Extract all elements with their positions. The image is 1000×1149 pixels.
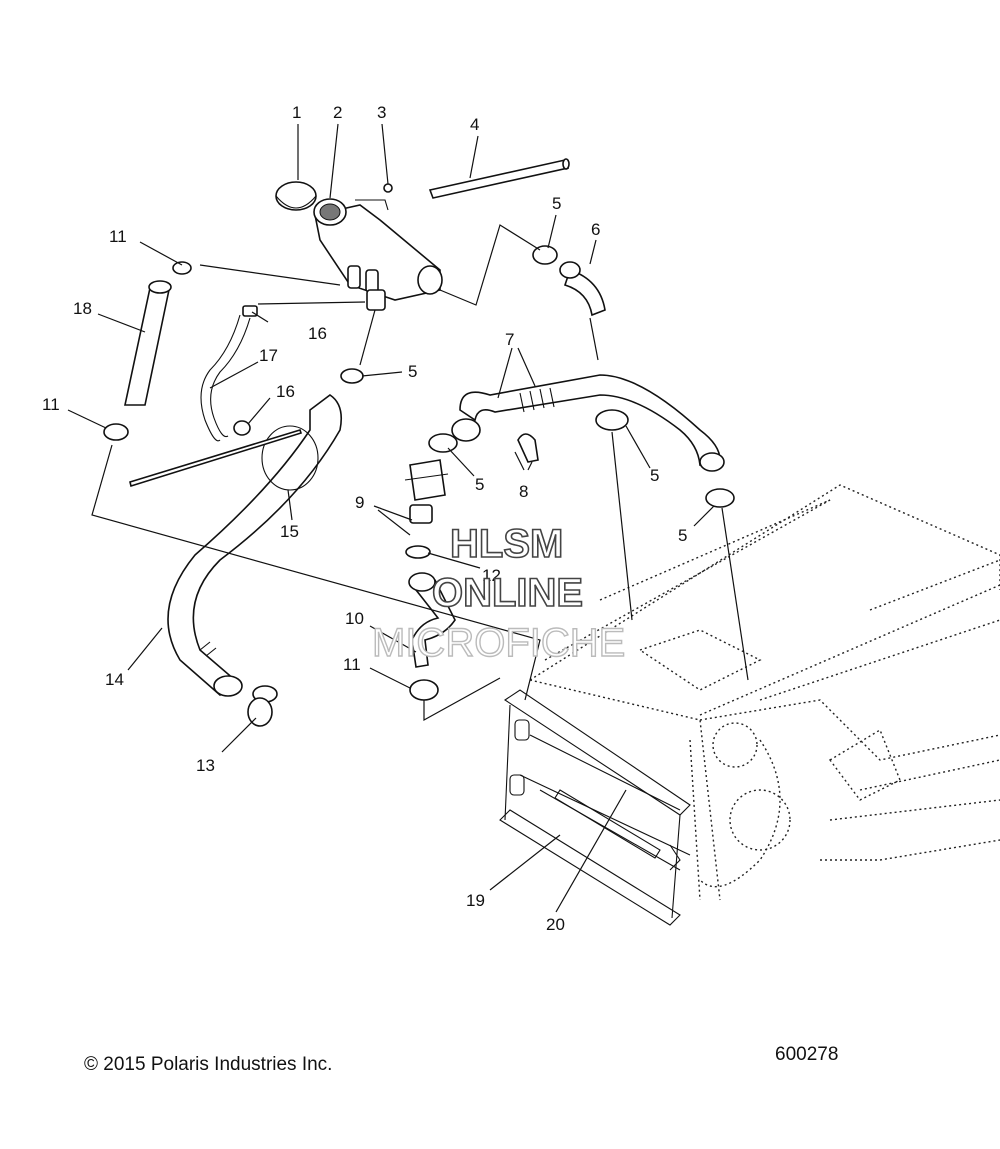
callout-label: 6 (591, 220, 600, 239)
callout-label: 13 (196, 756, 215, 775)
callout-label: 19 (466, 891, 485, 910)
callout-label: 5 (475, 475, 484, 494)
callout-label: 10 (345, 609, 364, 628)
callout-label: 8 (519, 482, 528, 501)
clamp-13 (247, 697, 273, 727)
hose-10 (408, 572, 456, 668)
vent-hose-17 (200, 305, 258, 442)
overflow-tube (428, 158, 570, 199)
hose-18 (124, 280, 172, 406)
callout-label: 3 (377, 103, 386, 122)
thermostat-housing (404, 459, 449, 559)
leader-lines (67, 123, 749, 913)
watermark-line-3: MICROFICHE (372, 621, 625, 665)
hose-clamps (103, 261, 735, 703)
drawing-number: 600278 (775, 1044, 839, 1065)
callout-label: 15 (280, 522, 299, 541)
callout-label: 9 (355, 493, 364, 512)
callout-label: 5 (408, 362, 417, 381)
callout-label: 2 (333, 103, 342, 122)
coolant-reservoir (275, 181, 443, 311)
callout-label: 5 (678, 526, 687, 545)
callout-label: 4 (470, 115, 479, 134)
callout-label: 11 (42, 395, 60, 414)
callout-label: 11 (109, 227, 127, 246)
hose-assembly-7 (451, 374, 725, 472)
callout-label: 5 (552, 194, 561, 213)
copyright-notice: © 2015 Polaris Industries Inc. (84, 1054, 333, 1075)
elbow-hose-6 (532, 245, 606, 317)
watermark-line-1: HLSM (450, 522, 563, 566)
watermark: HLSM ONLINE MICROFICHE (371, 521, 626, 666)
hose-14 (167, 394, 343, 697)
callout-label: 12 (482, 566, 501, 585)
callout-numbers: 1 2 3 4 5 6 11 18 16 17 5 16 7 11 5 8 5 … (42, 103, 687, 934)
callout-label: 18 (73, 299, 92, 318)
callout-label: 16 (276, 382, 295, 401)
hose-strap-15 (129, 425, 319, 491)
callout-label: 20 (546, 915, 565, 934)
callout-label: 16 (308, 324, 327, 343)
callout-label: 17 (259, 346, 278, 365)
callout-label: 11 (343, 655, 361, 674)
callout-label: 14 (105, 670, 124, 689)
watermark-line-2: ONLINE (432, 571, 583, 615)
callout-label: 1 (292, 103, 301, 122)
radiator-bracket (499, 689, 691, 926)
callout-label: 5 (650, 466, 659, 485)
callout-label: 7 (505, 330, 514, 349)
engine-chassis (529, 484, 1000, 901)
